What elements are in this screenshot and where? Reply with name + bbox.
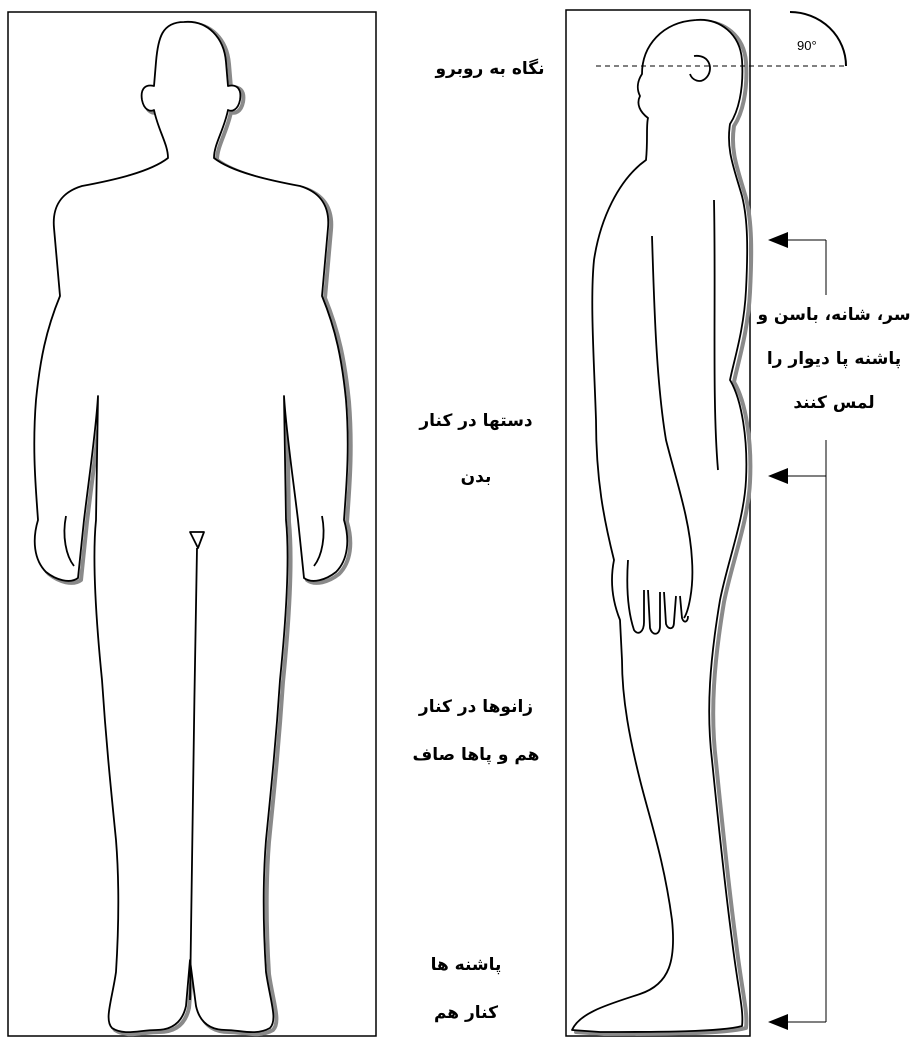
touch-wall-line-3: لمس کنند [752,386,916,420]
touch-wall-line-1: سر، شانه، باسن و [752,298,916,332]
arms-line-2: بدن [396,460,556,494]
touch-wall-line-2: پاشنه پا دیوار را [752,342,916,376]
angle-label: 90° [797,38,817,53]
side-body-outline [572,20,747,1032]
front-body-outline [34,22,347,1032]
knees-label: زانوها در کنار هم و پاها صاف [396,690,556,772]
arrow-hip-icon [768,468,788,484]
arms-line-1: دستها در کنار [396,404,556,438]
heels-line-1: پاشنه ها [396,948,536,982]
arrow-heel-icon [768,1014,788,1030]
knees-line-2: هم و پاها صاف [396,738,556,772]
knees-line-1: زانوها در کنار [396,690,556,724]
touch-wall-label: سر، شانه، باسن و پاشنه پا دیوار را لمس ک… [752,298,916,420]
look-forward-label: نگاه به روبرو [410,56,570,82]
heels-line-2: کنار هم [396,996,536,1030]
arrow-head-shoulder-icon [768,232,788,248]
heels-label: پاشنه ها کنار هم [396,948,536,1030]
arms-label: دستها در کنار بدن [396,404,556,494]
